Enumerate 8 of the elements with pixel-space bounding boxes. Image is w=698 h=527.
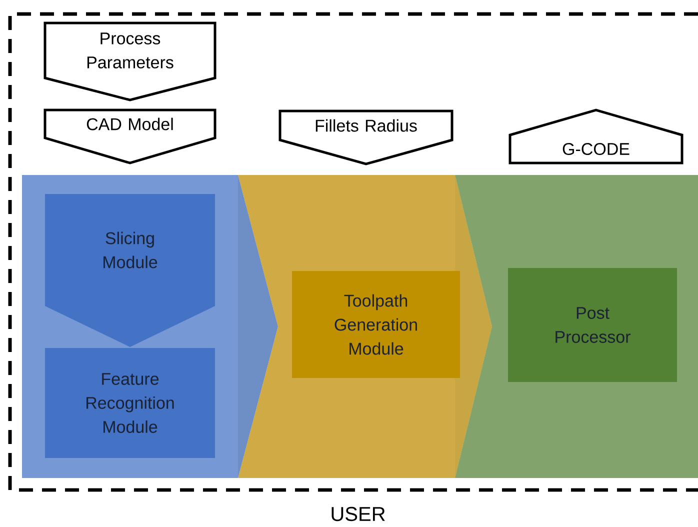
output-pentagon: G-CODE [508,108,684,164]
input-pentagon: Fillets Radius [278,110,454,166]
module-pentagon: Slicing Module [45,194,215,347]
module-box: Post Processor [508,268,677,382]
module-box: Toolpath Generation Module [292,271,460,378]
input-pentagon: CAD Model [44,108,216,164]
module-box: Feature Recognition Module [45,348,215,458]
input-pentagon: Process Parameters [44,22,216,102]
